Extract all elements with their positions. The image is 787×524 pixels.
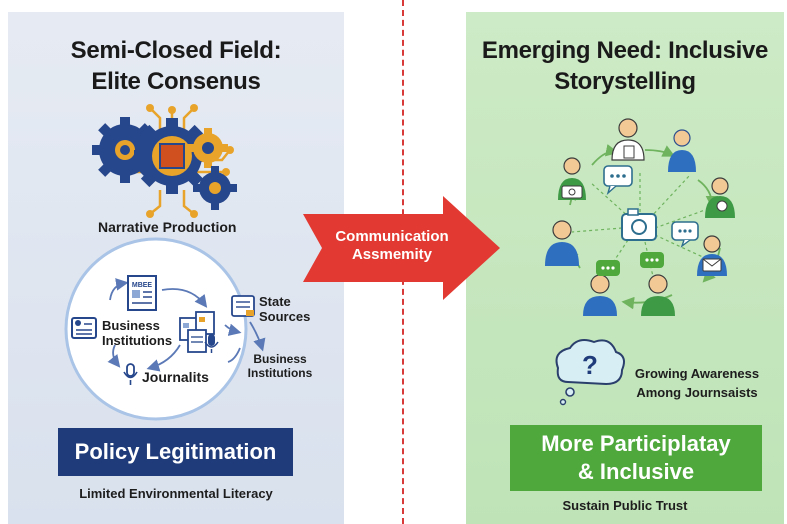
gears-icon: [92, 104, 237, 218]
state-sources-icon: [231, 295, 255, 317]
chat-bubble-icon-3: [596, 260, 620, 276]
person-icon-left: [545, 220, 579, 266]
communication-arrow: [303, 196, 500, 300]
business-badge-icon: [71, 317, 97, 339]
awareness-label: Growing Awareness Among Journsaists: [622, 364, 772, 402]
microphone-icon-small: [204, 334, 219, 353]
person-icon-right-bottom: [697, 235, 727, 276]
documents-cluster-icon: [179, 311, 215, 353]
narrative-production-label: Narrative Production: [98, 219, 237, 235]
person-icon-right: [705, 177, 735, 218]
question-mark: ?: [582, 350, 598, 380]
chat-bubble-icon-2: [671, 221, 699, 248]
banner-line1: More Participlatay: [541, 431, 731, 456]
business-line1: Business: [102, 318, 160, 333]
right-footer: Sustain Public Trust: [562, 498, 688, 513]
left-title-line1: Semi-Closed Field:: [70, 37, 282, 64]
business-institutions-outer: Business Institutions: [245, 352, 315, 380]
state-line1: State: [259, 294, 291, 309]
state-sources-label: State Sources: [259, 294, 310, 324]
arrow-label: Communication Assmemity: [322, 228, 462, 264]
chat-bubble-icon-1: [603, 165, 633, 196]
doc-badge: MBEE: [132, 282, 153, 289]
microphone-icon: [123, 363, 138, 385]
person-icon-bottom-left: [583, 274, 617, 316]
arrow-line2: Assmemity: [351, 246, 433, 263]
business2-line2: Institutions: [247, 366, 313, 380]
business-institutions-node: Business Institutions: [77, 318, 172, 348]
banner-line2: & Inclusive: [577, 459, 695, 484]
left-title-line2: Elite Consenus: [91, 68, 261, 95]
right-title-line1: Emerging Need: Inclusive: [481, 37, 769, 64]
right-panel-title: Emerging Need: Inclusive Storystelling: [466, 35, 784, 97]
person-icon-top-right: [668, 129, 696, 172]
left-panel-title: Semi-Closed Field: Elite Consenus: [8, 35, 344, 97]
arrow-line1: Communication: [335, 228, 449, 245]
policy-legitimation-banner: Policy Legitimation: [58, 428, 293, 476]
business2-line1: Business: [253, 352, 307, 366]
person-icon-left-top: [558, 157, 586, 200]
awareness-line2: Among Journsaists: [636, 385, 758, 400]
awareness-line1: Growing Awareness: [634, 366, 760, 381]
news-document-icon: [127, 275, 157, 311]
person-icon-top: [611, 118, 645, 161]
right-title-line2: Storystelling: [554, 68, 696, 95]
chat-bubble-icon-4: [640, 252, 664, 268]
participatory-banner: More Participlatay & Inclusive: [510, 425, 762, 491]
person-icon-bottom: [641, 274, 675, 316]
thought-cloud-icon: [555, 339, 625, 406]
business-line2: Institutions: [102, 333, 173, 348]
left-footer: Limited Environmental Literacy: [79, 486, 273, 501]
state-line2: Sources: [259, 309, 311, 324]
journalists-label: Journalits: [142, 369, 209, 385]
institutions-circle: [64, 237, 248, 421]
camera-icon: [621, 208, 657, 241]
